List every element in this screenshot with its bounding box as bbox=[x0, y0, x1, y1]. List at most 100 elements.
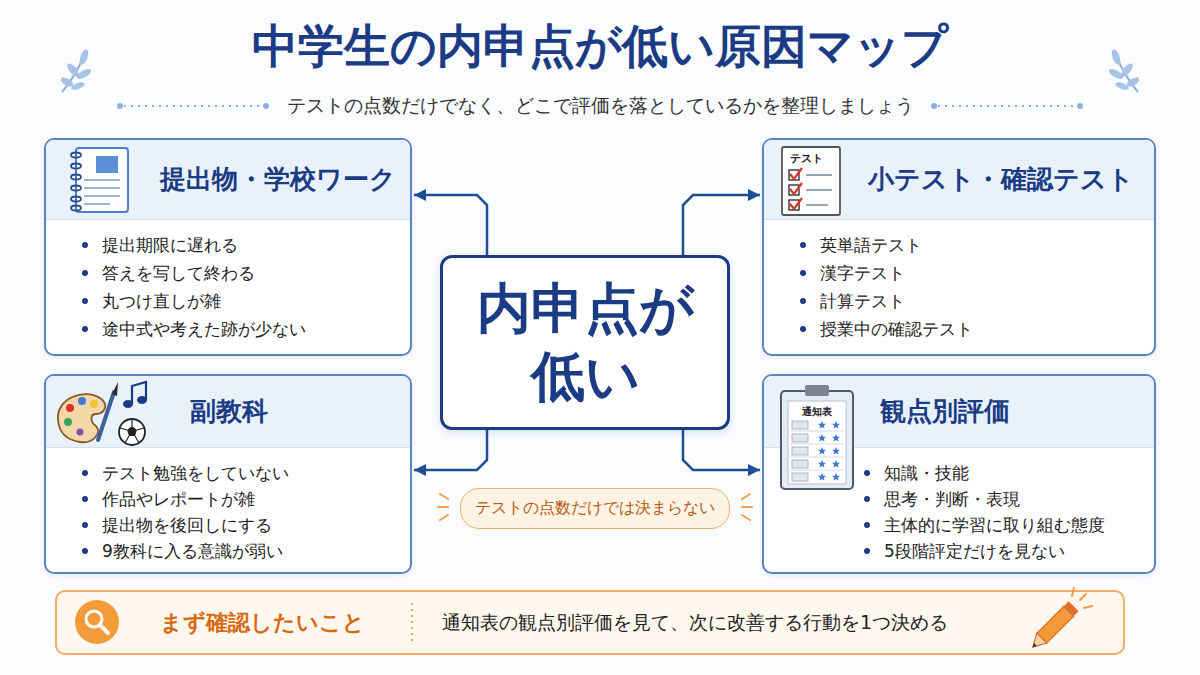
bullet-text: 丸つけ直しが雑 bbox=[102, 290, 221, 313]
art-music-sport-icon-part bbox=[137, 428, 144, 430]
bullet-dot bbox=[82, 470, 88, 476]
art-music-sport-icon-part bbox=[135, 436, 139, 443]
report-card-icon-part bbox=[805, 385, 829, 396]
note-pill: テストの点数だけでは決まらない bbox=[460, 488, 730, 529]
pencil-icon-part-part bbox=[1072, 588, 1074, 596]
notebook-icon-part bbox=[84, 179, 120, 181]
notebook-icon-part bbox=[71, 153, 81, 211]
pencil-icon-part bbox=[1072, 588, 1092, 608]
bullet-dot bbox=[800, 242, 806, 248]
category-panel: 副教科テスト勉強をしていない作品やレポートが雑提出物を後回しにする9教科に入る意… bbox=[44, 374, 412, 574]
report-card-icon-part bbox=[818, 421, 826, 429]
bullet-dot bbox=[864, 548, 870, 554]
category-panel: 観点別評価知識・技能思考・判断・表現主体的に学習に取り組む態度5段階評定だけを見… bbox=[762, 374, 1156, 574]
report-card-icon-part bbox=[781, 391, 853, 489]
report-card-icon-part bbox=[832, 434, 840, 442]
report-card-icon-part bbox=[788, 401, 846, 484]
dotted-rule-part bbox=[117, 103, 123, 109]
panel-heading: 観点別評価 bbox=[880, 394, 1010, 429]
pencil-icon-part-part bbox=[1028, 633, 1047, 652]
bullet-dot bbox=[82, 298, 88, 304]
panel-header: 提出物・学校ワーク bbox=[46, 140, 410, 220]
icon-label: テスト bbox=[786, 151, 826, 166]
bullet-text: 作品やレポートが雑 bbox=[102, 488, 255, 511]
test-sheet-icon-part-part bbox=[790, 183, 802, 194]
report-card-icon-part bbox=[832, 447, 840, 455]
emphasis-rays-part bbox=[440, 494, 448, 499]
bullet-dot bbox=[864, 522, 870, 528]
panel-heading: 副教科 bbox=[190, 394, 268, 429]
bullet-text: 答えを写して終わる bbox=[102, 262, 255, 285]
category-panel: 小テスト・確認テスト英単語テスト漢字テスト計算テスト授業中の確認テスト bbox=[762, 138, 1156, 356]
report-card-icon-part-part bbox=[790, 431, 844, 432]
pencil-icon bbox=[1028, 588, 1092, 652]
bullet-dot bbox=[82, 496, 88, 502]
test-sheet-icon-part-part bbox=[806, 189, 832, 191]
emphasis-rays bbox=[438, 494, 752, 520]
art-music-sport-icon-part bbox=[123, 400, 133, 408]
dotted-rule-part bbox=[1077, 103, 1083, 109]
bullet-dot bbox=[82, 242, 88, 248]
bullet-text: 提出期限に遅れる bbox=[102, 234, 238, 257]
test-sheet-icon bbox=[782, 147, 840, 215]
report-card-icon-part-part bbox=[792, 434, 808, 442]
action-bar: まず確認したいこと 通知表の観点別評価を見て、次に改善する行動を1つ決める bbox=[55, 590, 1125, 655]
leaf-decoration-part bbox=[59, 48, 92, 92]
report-card-icon-part-part bbox=[790, 470, 844, 471]
bar-text: 通知表の観点別評価を見て、次に改善する行動を1つ決める bbox=[442, 610, 948, 636]
central-box: 内申点が 低い bbox=[440, 255, 730, 430]
emphasis-rays-part bbox=[440, 515, 448, 520]
notebook-icon-part-part bbox=[71, 164, 81, 169]
report-card-icon-part bbox=[818, 460, 826, 468]
icon-label: 通知表 bbox=[788, 405, 846, 419]
report-card-icon bbox=[781, 385, 853, 489]
art-music-sport-icon-part bbox=[90, 400, 98, 408]
test-sheet-icon-part-part bbox=[789, 200, 799, 210]
test-sheet-icon-part-part bbox=[790, 168, 802, 179]
report-card-icon-part bbox=[818, 447, 826, 455]
connector-arrow bbox=[683, 195, 760, 255]
report-card-icon-part bbox=[832, 421, 840, 429]
art-music-sport-icon-part bbox=[112, 382, 118, 396]
art-music-sport-icon-part bbox=[120, 428, 127, 430]
report-card-icon-part-part bbox=[790, 444, 844, 445]
report-card-icon-part-part bbox=[790, 457, 844, 458]
category-panel: 提出物・学校ワーク提出期限に遅れる答えを写して終わる丸つけ直しが雑途中式や考えた… bbox=[44, 138, 412, 356]
report-card-icon-part bbox=[832, 473, 840, 481]
art-music-sport-icon-part bbox=[98, 392, 114, 440]
art-music-sport-icon-part bbox=[58, 394, 105, 442]
central-text: 内申点が 低い bbox=[460, 275, 710, 410]
emphasis-rays-part bbox=[742, 494, 750, 499]
pencil-icon-part-part bbox=[1080, 594, 1086, 600]
connector-arrow bbox=[683, 430, 760, 470]
bullet-text: 授業中の確認テスト bbox=[820, 318, 973, 341]
art-music-sport-icon-part bbox=[125, 436, 129, 443]
test-sheet-icon-part-part bbox=[806, 174, 832, 176]
test-sheet-icon-part bbox=[790, 168, 802, 209]
art-music-sport-icon-part bbox=[77, 429, 84, 436]
note-text: テストの点数だけでは決まらない bbox=[475, 498, 715, 519]
report-card-icon-part-part bbox=[792, 460, 808, 468]
notebook-icon-part-part bbox=[71, 175, 81, 180]
bullet-dot bbox=[82, 548, 88, 554]
diagram-title: 中学生の内申点が低い原因マップ bbox=[0, 16, 1200, 78]
pencil-icon-part-part bbox=[1037, 606, 1074, 643]
report-card-icon-part bbox=[818, 434, 826, 442]
bullet-dot bbox=[82, 270, 88, 276]
bullet-dot bbox=[800, 270, 806, 276]
panel-heading: 提出物・学校ワーク bbox=[160, 162, 396, 197]
dotted-rule-part bbox=[263, 103, 269, 109]
test-sheet-icon-part bbox=[789, 170, 799, 210]
art-music-sport-icon-part bbox=[78, 397, 86, 405]
art-music-sport-icon-part bbox=[131, 419, 132, 426]
test-sheet-icon-part bbox=[806, 175, 832, 205]
art-music-sport-icon bbox=[58, 382, 147, 445]
report-card-icon-part-part bbox=[792, 473, 808, 481]
bullet-text: 主体的に学習に取り組む態度 bbox=[884, 514, 1105, 537]
bar-heading: まず確認したいこと bbox=[160, 608, 410, 638]
notebook-icon-part bbox=[84, 195, 120, 197]
magnifier-icon-part bbox=[100, 625, 108, 633]
bullet-text: 漢字テスト bbox=[820, 262, 905, 285]
test-sheet-icon-part-part bbox=[806, 204, 828, 206]
